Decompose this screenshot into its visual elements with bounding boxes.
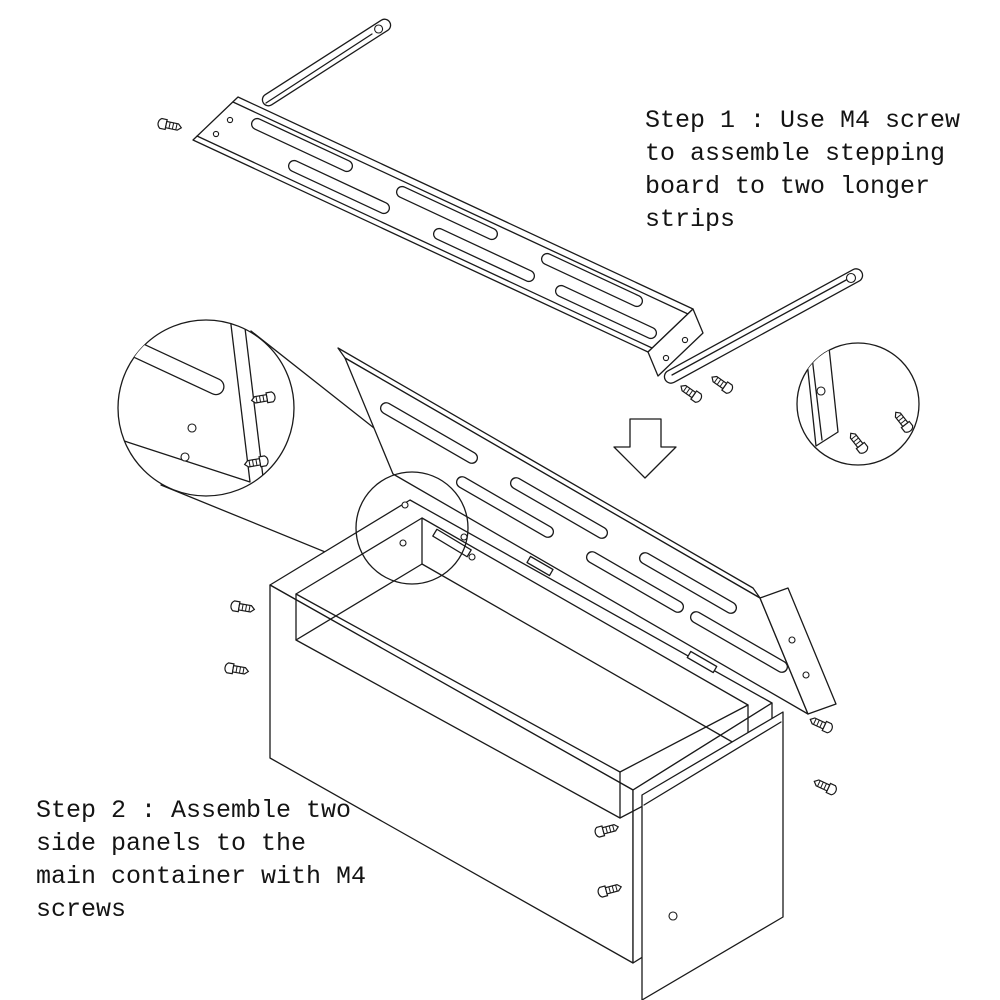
detail-callout-left <box>117 319 295 497</box>
m4-screw-icon <box>229 599 256 616</box>
strip-hole <box>816 386 826 396</box>
screw-hole <box>212 130 220 138</box>
corner-detail-callout <box>355 471 469 585</box>
bench-assembly <box>223 347 839 1000</box>
stepping-board <box>192 96 704 377</box>
screw-hole <box>180 452 190 462</box>
side-panel-right <box>641 711 784 1000</box>
m4-screw-icon <box>223 661 250 678</box>
detail-callout-right <box>796 342 920 466</box>
step1-instruction-text: Step 1 : Use M4 screw to assemble steppi… <box>645 106 961 234</box>
screw-hole <box>681 336 689 344</box>
step1-assembly <box>156 18 864 405</box>
board-slots <box>250 117 658 340</box>
backrest-slots <box>379 402 789 673</box>
down-arrow-icon <box>613 418 677 479</box>
backrest-board <box>337 347 837 715</box>
long-strip-top <box>261 18 392 107</box>
hinge-bracket <box>686 650 718 674</box>
backrest-end-flange <box>759 587 837 715</box>
hinge-bracket <box>526 555 554 577</box>
strip-hole <box>374 24 384 34</box>
screw-hole <box>187 423 197 433</box>
strip-hole <box>845 272 857 284</box>
m4-screw-icon <box>811 776 839 797</box>
m4-screw-icon <box>708 372 735 396</box>
m4-screw-icon <box>807 714 835 735</box>
screw-hole <box>802 671 810 679</box>
screw-hole <box>788 636 796 644</box>
screw-hole <box>226 116 234 124</box>
board-end-flange <box>647 308 704 377</box>
screw-hole <box>662 354 670 362</box>
board-edge-lines <box>196 101 689 349</box>
m4-screw-icon <box>677 381 704 405</box>
side-panel-face <box>641 711 784 1000</box>
step2-instruction-text: Step 2 : Assemble two side panels to the… <box>36 796 367 924</box>
m4-screw-icon <box>156 117 183 134</box>
long-strip-right <box>663 268 864 384</box>
panel-hole <box>668 911 678 921</box>
